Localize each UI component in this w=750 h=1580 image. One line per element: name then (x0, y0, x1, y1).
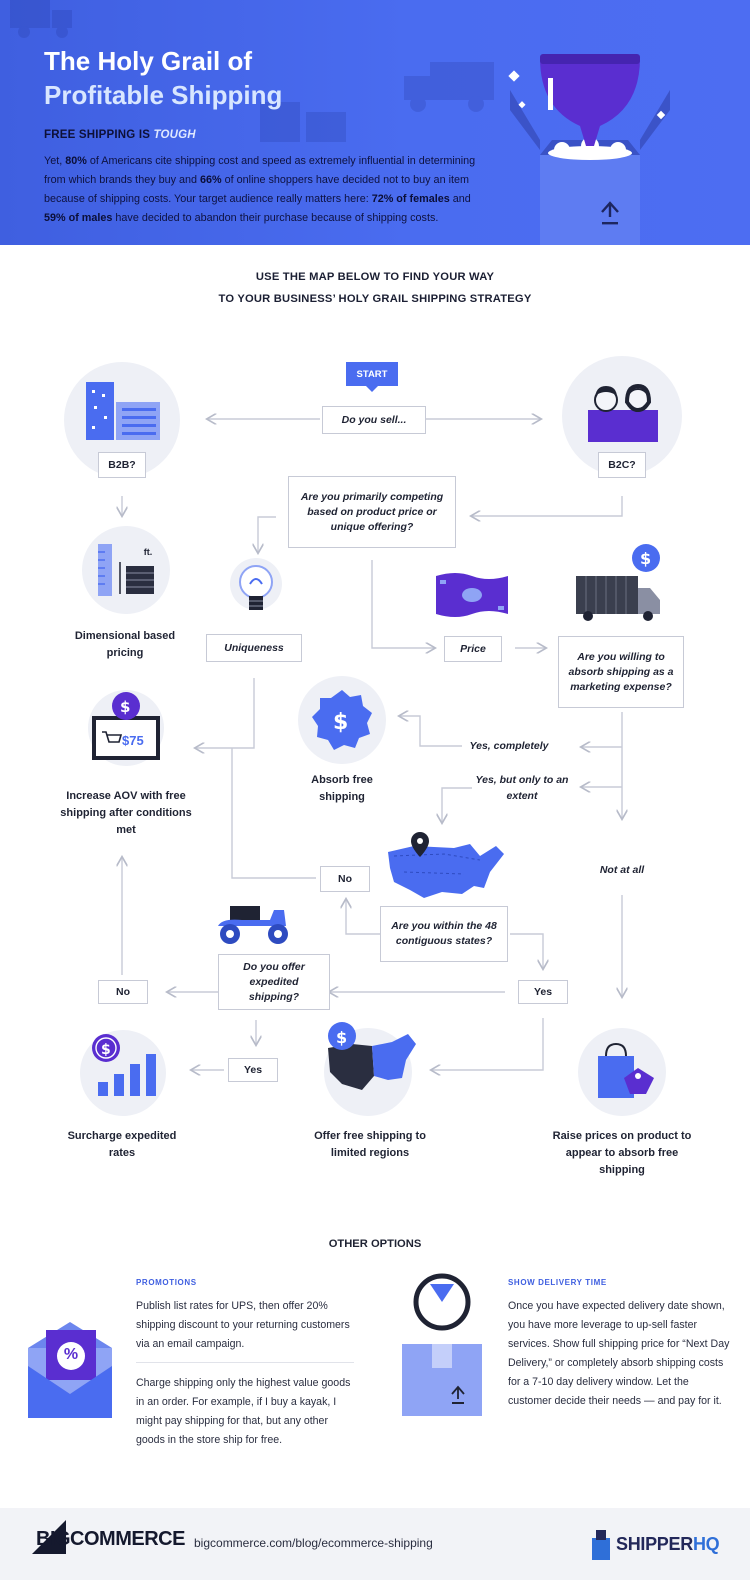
dimension-unit-label: ft. (143, 547, 153, 557)
usa-map-icon (388, 832, 504, 898)
svg-text:$: $ (120, 698, 130, 716)
hero-banner: The Holy Grail of Profitable Shipping FR… (0, 0, 750, 245)
map-title-line2: TO YOUR BUSINESS’ HOLY GRAIL SHIPPING ST… (218, 293, 532, 305)
bigcommerce-logo[interactable]: BIGCOMMERCE (36, 1528, 185, 1550)
footer (0, 1508, 750, 1580)
b2b-box: B2B? (98, 452, 146, 478)
no-box-2: No (98, 980, 148, 1004)
raise-prices-label: Raise prices on product to appear to abs… (552, 1130, 692, 1176)
hero-body-text: Yet, 80% of Americans cite shipping cost… (44, 152, 494, 228)
customers-icon (588, 383, 658, 442)
dimensional-pricing-label: Dimensional based pricing (74, 630, 176, 659)
expedited-question-box: Do you offer expedited shipping? (218, 954, 330, 1010)
bar-chart-dollar-icon: $ (92, 1034, 156, 1096)
ruler-box-icon (98, 544, 154, 596)
hero-body-part: of Americans cite shipping cost and spee… (44, 155, 476, 186)
delivery-time-heading: SHOW DELIVERY TIME (508, 1278, 607, 1287)
surcharge-label: Surcharge expedited rates (67, 1130, 177, 1159)
hero-subtitle-emphasis: TOUGH (153, 129, 196, 141)
other-options-title: OTHER OPTIONS (328, 1238, 422, 1250)
hero-title: The Holy Grail of Profitable Shipping (44, 44, 282, 112)
hero-body-part: have decided to abandon their purchase b… (112, 212, 439, 224)
not-at-all-label: Not at all (599, 864, 645, 876)
increase-aov-label: Increase AOV with free shipping after co… (60, 790, 192, 836)
yes-box-1: Yes (518, 980, 568, 1004)
hero-body-stat: 80% (65, 155, 87, 167)
connector-line (231, 748, 316, 879)
connector-line (400, 716, 462, 747)
limited-regions-label: Offer free shipping to limited regions (314, 1130, 426, 1159)
promotions-text-1: Publish list rates for UPS, then offer 2… (136, 1300, 350, 1350)
competing-question-box: Are you primarily competing based on pro… (288, 476, 456, 548)
truck-watermark-icon (10, 0, 72, 38)
percent-symbol: % (63, 1346, 79, 1363)
envelope-percent-icon (28, 1322, 112, 1418)
delivery-time-text: Once you have expected delivery date sho… (508, 1300, 730, 1407)
svg-text:$: $ (336, 1028, 347, 1047)
connector-line (442, 787, 472, 822)
box-watermark-icon (260, 102, 346, 142)
dollar-badge-icon: $ (312, 690, 372, 750)
shipperhq-logo[interactable]: SHIPPERHQ (616, 1534, 720, 1555)
promotions-heading: PROMOTIONS (136, 1278, 197, 1287)
truck-watermark-icon-2 (404, 62, 494, 112)
footer-url-link[interactable]: bigcommerce.com/blog/ecommerce-shipping (194, 1536, 433, 1550)
hero-body-stat: 59% of males (44, 212, 113, 224)
connector-line (346, 900, 380, 935)
shopping-bag-tag-icon (598, 1042, 654, 1098)
connector-line (510, 933, 543, 968)
hero-body-stat: 66% (200, 174, 222, 186)
svg-text:$: $ (640, 549, 651, 568)
absorb-question-box: Are you willing to absorb shipping as a … (558, 636, 684, 708)
svg-text:$: $ (101, 1042, 111, 1058)
hero-body-stat: 72% of females (371, 193, 450, 205)
office-buildings-icon (86, 382, 160, 440)
hero-subtitle-lead: FREE SHIPPING IS (44, 129, 151, 141)
yes-completely-label: Yes, completely (469, 740, 549, 752)
start-badge: START (346, 362, 398, 392)
price-box: Price (444, 636, 502, 662)
connector-line (196, 678, 255, 748)
hero-title-line1: The Holy Grail of (44, 46, 253, 76)
hero-body-part: of online shoppers have decided not to b… (44, 174, 469, 205)
hero-body-part: and (449, 193, 471, 205)
hero-body-part: Yet, (44, 155, 66, 167)
hero-subtitle: FREE SHIPPING IS TOUGH (44, 129, 196, 141)
holy-grail-box-illustration (508, 54, 670, 245)
delivery-scooter-icon (218, 906, 288, 944)
cash-icon (436, 573, 508, 617)
bigcommerce-mark-icon (32, 1520, 66, 1554)
shipperhq-logo-part2: HQ (692, 1534, 720, 1554)
lightbulb-icon (230, 558, 282, 610)
map-title-line1: USE THE MAP BELOW TO FIND YOUR WAY (255, 271, 495, 283)
connector-line (258, 516, 276, 552)
uniqueness-box: Uniqueness (206, 634, 302, 662)
b2c-box: B2C? (598, 452, 646, 478)
no-box-1: No (320, 866, 370, 892)
do-you-sell-box: Do you sell... (322, 406, 426, 434)
computer-cart-icon: $ (88, 690, 164, 766)
regions-map-icon: $ (328, 1022, 416, 1090)
connector-line (432, 1018, 544, 1070)
map-title: USE THE MAP BELOW TO FIND YOUR WAY TO YO… (0, 266, 750, 310)
yes-extent-label: Yes, but only to an extent (475, 774, 569, 802)
connector-line (472, 496, 623, 516)
shipperhq-mark-icon (592, 1530, 610, 1560)
yes-box-2: Yes (228, 1058, 278, 1082)
delivery-truck-icon: $ (576, 544, 660, 621)
absorb-free-label: Absorb free shipping (311, 774, 373, 803)
contiguous-question-box: Are you within the 48 contiguous states? (380, 906, 508, 962)
promotions-text-2: Charge shipping only the highest value g… (136, 1377, 351, 1446)
monitor-price-label: $75 (122, 733, 144, 748)
connector-line (371, 560, 434, 648)
flowchart-connectors (0, 0, 750, 1210)
promotions-divider (136, 1362, 354, 1363)
shipperhq-logo-part1: SHIPPER (616, 1534, 693, 1554)
hero-title-line2: Profitable Shipping (44, 80, 283, 110)
svg-text:$: $ (333, 710, 348, 735)
clock-box-icon (402, 1273, 482, 1416)
